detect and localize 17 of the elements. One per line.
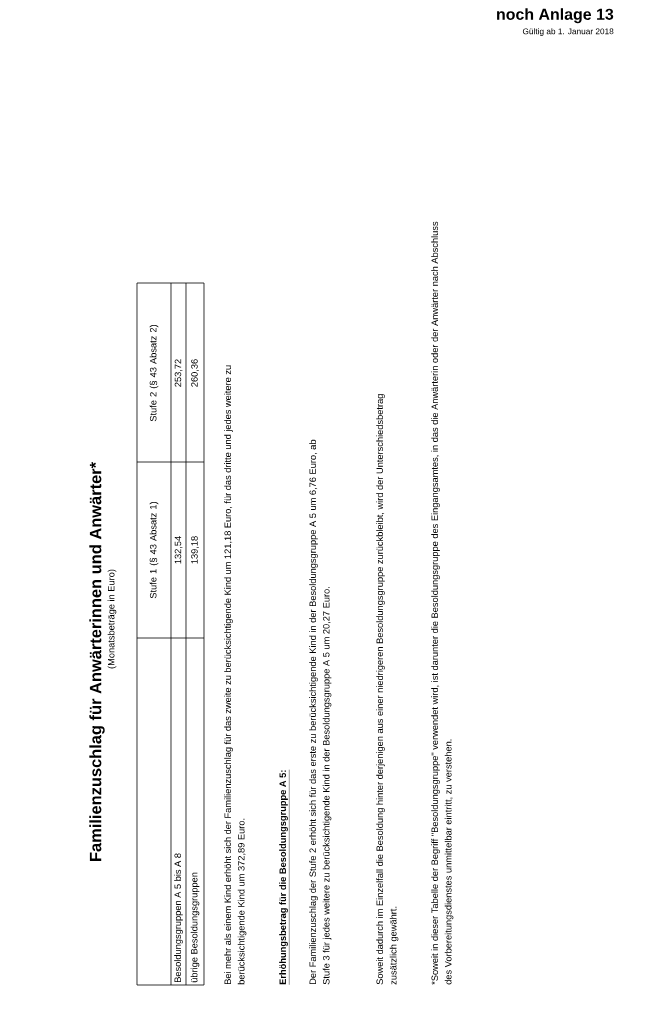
annex-label: noch Anlage 13 — [497, 8, 614, 24]
footnote-text: *Soweit in dieser Tabelle der Begriff "Besoldungsgruppe" verwendet wird, ist darunter die Besoldungsgruppe des Eingangsamtes, in das die Anwärterin oder der Anwärter nach Abschluss des Vorbereitungsdienstes unmittelbar eintritt, zu verstehen. — [431, 221, 454, 985]
table-cell: 253,72 — [174, 359, 183, 387]
subtitle-text: (Monatsbeträge in Euro) — [107, 569, 117, 669]
table-cell: Besoldungsgruppen A 5 bis A 8 — [174, 853, 183, 983]
paragraph-text: Der Familienzuschlag der Stufe 2 erhöht sich für das erste zu berücksichtigende Kind in der Besoldungsgruppe A 5 um 6,76 Euro, ab Stufe 3 für jedes weitere zu berücksichtigende Kind in der Besoldungsgruppe A 5 um 20,27 Euro. — [309, 439, 332, 985]
section-heading: Erhöhungsbetrag für die Besoldungsgruppe A 5: — [279, 769, 290, 985]
table-cell: Stufe 2 (§ 43 Absatz 2) — [149, 324, 159, 422]
paragraph-text: Bei mehr als einem Kind erhöht sich der Familienzuschlag für das zweite zu berücksichtigende Kind um 121,18 Euro, für das dritte und jedes weitere zu berücksichtigende Kind um 372,89 Euro. — [224, 365, 247, 985]
heading: Familienzuschlag für Anwärterinnen und Anwärter* — [89, 462, 105, 861]
paragraph-text: Soweit dadurch im Einzelfall die Besoldung hinter derjenigen aus einer niedrigeren Besoldungsgruppe zurückbleibt, wird der Unterschiedsbetrag zusätzlich gewährt. — [376, 394, 399, 985]
table-cell: 132,54 — [174, 536, 183, 564]
table-cell: übrige Besoldungsgruppen — [190, 872, 200, 983]
validity-date: Gültig ab 1. Januar 2018 — [522, 28, 614, 36]
table-cell: Stufe 1 (§ 43 Absatz 1) — [149, 501, 159, 599]
table-cell: 139,18 — [191, 536, 199, 564]
table-cell: 260,36 — [191, 359, 199, 387]
